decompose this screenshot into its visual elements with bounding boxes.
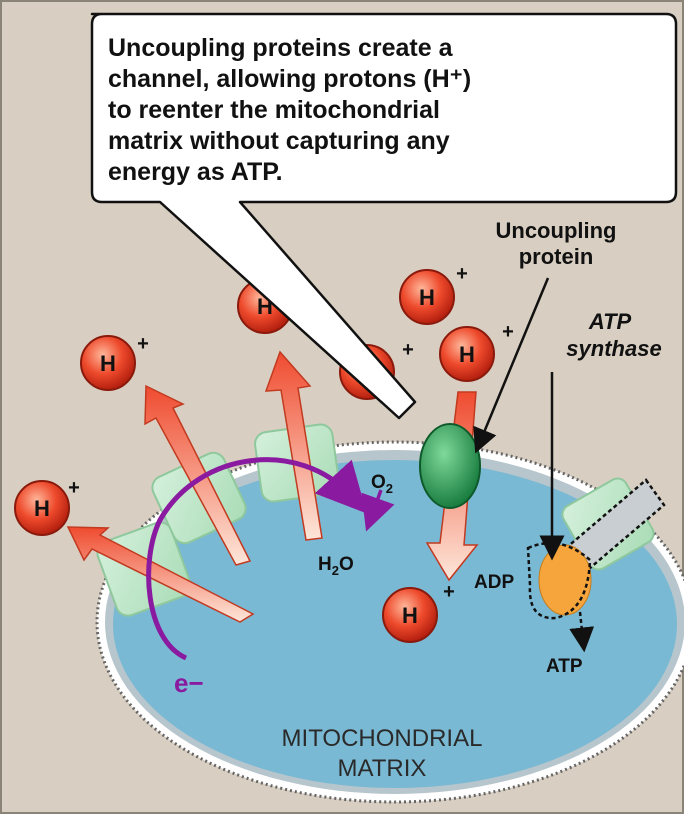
proton-charge: + xyxy=(456,263,468,285)
callout-line-4: matrix without capturing any xyxy=(108,127,450,155)
proton-p5: H + xyxy=(399,263,468,325)
proton-pump-arrows xyxy=(66,350,323,623)
proton-charge: + xyxy=(402,339,414,361)
callout: Uncoupling proteins create a channel, al… xyxy=(90,12,678,420)
oxygen-label: O2 xyxy=(371,472,393,496)
proton-charge: + xyxy=(137,333,149,355)
callout-line-3: to reenter the mitochondrial xyxy=(108,96,440,124)
proton-charge: + xyxy=(502,321,514,343)
atp-synthase-label-2: synthase xyxy=(566,336,661,361)
proton-symbol: H xyxy=(459,342,475,367)
electron-label: e− xyxy=(174,668,204,698)
pump-arrow-2 xyxy=(144,384,252,566)
callout-line-5: energy as ATP. xyxy=(108,158,283,186)
proton-p1: H + xyxy=(14,477,80,536)
pump-arrow-1 xyxy=(66,526,255,623)
proton-symbol: H xyxy=(402,603,418,628)
callout-line-1: Uncoupling proteins create a xyxy=(108,34,454,62)
proton-symbol: H xyxy=(419,285,435,310)
atp-synthase-label: ATP xyxy=(588,309,632,334)
adp-label: ADP xyxy=(474,572,514,593)
atp-synthase xyxy=(526,478,666,620)
uncoupling-pointer xyxy=(473,277,550,454)
uncoupling-protein-label-2: protein xyxy=(519,244,594,269)
atp-label: ATP xyxy=(546,656,583,677)
proton-p2: H + xyxy=(80,333,149,391)
water-label: H2O xyxy=(318,554,354,578)
proton-symbol: H xyxy=(100,351,116,376)
callout-line-2: channel, allowing protons (H⁺) xyxy=(108,65,471,93)
matrix-label-2: MATRIX xyxy=(338,755,427,782)
proton-p7: H + xyxy=(382,581,455,643)
uncoupling-protein xyxy=(419,423,481,509)
proton-charge: + xyxy=(68,477,80,499)
matrix-label: MITOCHONDRIAL xyxy=(282,725,483,752)
atp-output-arrow xyxy=(569,611,595,653)
uncoupling-protein-label: Uncoupling xyxy=(496,218,617,243)
proton-p6: H + xyxy=(439,321,514,382)
electron-path xyxy=(146,457,367,661)
proton-charge: + xyxy=(443,581,455,603)
proton-symbol: H xyxy=(34,496,50,521)
oxygen-reduction-arrow xyxy=(361,489,395,532)
